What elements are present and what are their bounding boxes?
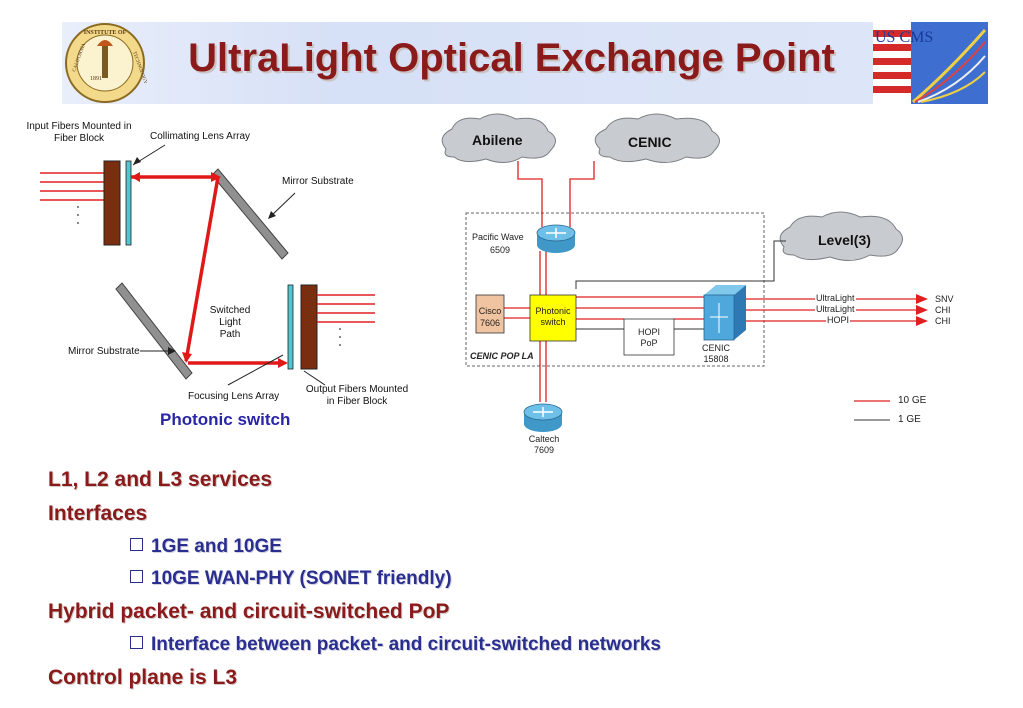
legend-1ge-label: 1 GE [898,414,921,425]
cenic-cloud-label: CENIC [628,134,672,150]
title-banner [62,22,988,104]
mirror-bottom-label: Mirror Substrate [68,346,140,357]
level3-label: Level(3) [818,232,871,248]
checkbox-bullet-icon [130,538,143,551]
output-fiber-block [300,284,318,370]
cenic-device-label: CENIC [701,343,730,353]
switched-light-path [131,175,282,365]
photonic-label-2: switch [540,317,566,327]
dest-chi-2: CHI [935,316,951,326]
caltech-label: Caltech [528,434,560,444]
hopi-label: HOPI [637,327,660,337]
checkbox-bullet-icon [130,636,143,649]
cisco-box [475,294,505,334]
hopi-label-2: PoP [640,338,658,348]
cenic-device-num: 15808 [703,354,729,364]
legend-10ge-label: 10 GE [898,395,927,406]
router-caltech [523,403,563,432]
svg-text:INSTITUTE OF: INSTITUTE OF [84,30,127,36]
router-pacific-wave [536,224,576,253]
links-1ge [575,240,786,330]
seal-year: 1891 [90,76,102,82]
sub-bullet-1ge-10ge: 1GE and 10GE [130,536,282,558]
photonic-switch-caption: Photonic switch [160,410,291,429]
input-fiber-block [103,160,121,246]
cenic-pop-boundary [465,212,765,367]
cisco-num: 7606 [479,318,501,328]
switched-path-label: Switched Light Path [209,305,251,340]
caltech-logo: INSTITUTE OF CALIFORNIA TECHNOLOGY 1891 [65,23,147,103]
pacific-wave-label: Pacific Wave [472,232,524,242]
cisco-label: Cisco [478,306,502,316]
mirror-top-label: Mirror Substrate [282,176,354,187]
hopi-box [623,318,675,356]
mirror-bottom [115,282,193,380]
photonic-switch-diagram [40,144,375,386]
sub-bullet-wan-phy: 10GE WAN-PHY (SONET friendly) [130,568,452,590]
output-fibers [317,294,375,323]
uscms-logo: US CMS [873,22,988,104]
pacific-wave-num: 6509 [490,245,511,255]
level3-cloud [779,211,903,261]
bullet-hybrid: Hybrid packet- and circuit-switched PoP [48,600,450,623]
uscms-text: US CMS [875,29,933,46]
bullet-control-plane: Control plane is L3 [48,666,238,689]
photonic-switch-box [529,294,577,342]
sub-bullet-text: 1GE and 10GE [151,536,282,557]
sub-bullet-text: 10GE WAN-PHY (SONET friendly) [151,568,452,589]
bullet-services: L1, L2 and L3 services [48,468,273,491]
cenic-pop-label: CENIC POP LA [470,351,534,361]
output-fibers-label: Output Fibers Mounted in Fiber Block [305,384,409,407]
cenic-cloud [594,113,720,163]
caltech-num: 7609 [533,445,555,455]
mirror-top [211,168,289,260]
bullet-interfaces: Interfaces [48,502,148,525]
output-dots [339,328,341,346]
page-title: UltraLight Optical Exchange Point [188,36,835,80]
collimating-lens-array [125,160,132,246]
input-dots [77,206,79,224]
focusing-label: Focusing Lens Array [188,391,280,402]
input-fibers-label: Input Fibers Mounted in Fiber Block [26,121,132,144]
link-ultralight-2: UltraLight [815,304,856,315]
dest-chi-1: CHI [935,305,951,315]
link-ultralight-1: UltraLight [815,293,856,304]
link-arrows [916,294,928,326]
checkbox-bullet-icon [130,570,143,583]
abilene-label: Abilene [472,132,523,148]
sub-bullet-text: Interface between packet- and circuit-sw… [151,634,661,655]
photonic-label: Photonic [535,306,571,316]
dest-snv: SNV [935,294,954,304]
collimating-label: Collimating Lens Array [150,131,251,142]
cenic-15808-device [703,285,746,341]
focusing-lens-array [287,284,294,370]
sub-bullet-interface: Interface between packet- and circuit-sw… [130,634,661,656]
link-hopi: HOPI [826,315,851,326]
network-diagram [441,113,928,432]
input-fibers [40,172,104,201]
abilene-cloud [441,113,556,163]
